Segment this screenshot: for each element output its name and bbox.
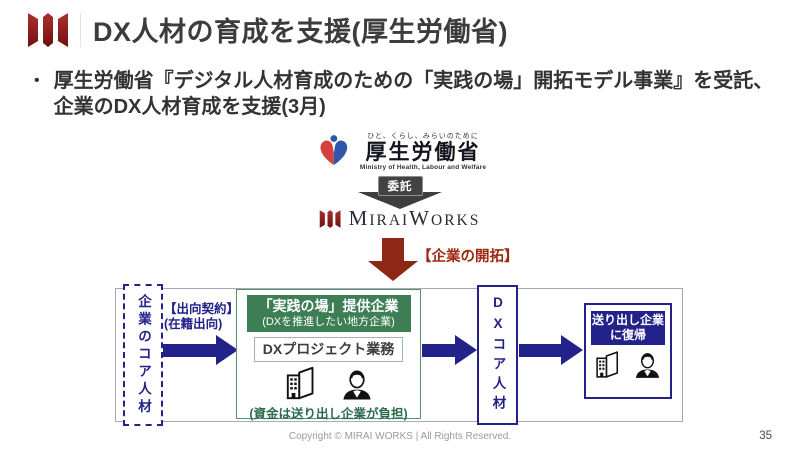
source-company-label: 企業のコア人材	[136, 293, 151, 417]
right-arrow-icon	[422, 335, 477, 365]
return-box-header: 送り出し企業 に復帰	[591, 311, 665, 345]
right-arrow-icon	[154, 335, 238, 365]
dx-core-label: DXコア人材	[490, 295, 506, 415]
commission-arrow: 委託	[358, 176, 442, 209]
practice-header-line-2: (DXを推進したい地方企業)	[262, 316, 395, 329]
bullet-text: 厚生労働省『デジタル人材育成のための「実践の場」開拓モデル事業』を受託、 企業の…	[54, 68, 774, 120]
mw-irai: IRAI	[369, 212, 410, 229]
dx-core-box: DXコア人材	[477, 285, 518, 425]
return-company-box: 送り出し企業 に復帰	[584, 303, 672, 399]
source-company-box: 企業のコア人材	[123, 284, 163, 426]
miraiworks-wordmark: MIRAIWORKS	[349, 208, 481, 229]
mhlw-tagline: ひと、くらし、みらいのために	[367, 133, 479, 140]
return-header-line-2: に復帰	[609, 328, 646, 342]
mhlw-name: 厚生労働省	[365, 141, 481, 164]
mhlw-logo-block: ひと、くらし、みらいのために 厚生労働省 Ministry of Health,…	[314, 131, 486, 171]
return-header-line-1: 送り出し企業	[591, 313, 664, 327]
secondment-line-2: (在籍出向)	[164, 317, 223, 331]
building-icon	[286, 367, 313, 400]
flow-diagram: 企業のコア人材 【出向契約】 (在籍出向) 「実践の場」提供企業 (DXを推進し…	[115, 284, 683, 426]
miraiworks-logo: MIRAIWORKS	[319, 208, 481, 229]
bullet-marker: •	[34, 72, 40, 89]
mw-orks: ORKS	[431, 212, 481, 229]
mw-letter-m: M	[348, 206, 370, 230]
right-arrow-icon	[519, 335, 583, 365]
secondment-line-1: 【出向契約】	[164, 302, 240, 316]
miraiworks-brand-icon	[28, 12, 68, 47]
funding-note: (資金は送り出し企業が負担)	[249, 407, 408, 422]
person-icon	[635, 353, 660, 378]
bullet-item: • 厚生労働省『デジタル人材育成のための「実践の場」開拓モデル事業』を受託、 企…	[30, 68, 775, 120]
mhlw-name-en: Ministry of Health, Labour and Welfare	[359, 164, 487, 172]
practice-company-box: 「実践の場」提供企業 (DXを推進したい地方企業) DXプロジェクト業務	[236, 289, 421, 422]
header-divider	[80, 12, 81, 47]
bullet-line-2: 企業のDX人材育成を支援(3月)	[53, 96, 326, 118]
building-icon	[596, 351, 619, 378]
miraiworks-bars-icon	[319, 209, 341, 228]
return-icons	[594, 349, 662, 380]
practice-icons	[284, 364, 374, 402]
commission-label: 委託	[377, 176, 423, 196]
page-title: DX人材の育成を支援(厚生労働省)	[93, 17, 508, 47]
slide-header: DX人材の育成を支援(厚生労働省)	[28, 10, 508, 49]
person-icon	[342, 371, 371, 400]
copyright-text: Copyright © MIRAI WORKS | All Rights Res…	[288, 431, 512, 442]
down-arrow-icon	[358, 192, 442, 209]
development-label: 【企業の開拓】	[417, 249, 519, 265]
page-number: 35	[759, 430, 772, 442]
secondment-labels: 【出向契約】 (在籍出向)	[164, 302, 239, 332]
practice-header-line-1: 「実践の場」提供企業	[258, 298, 399, 314]
dx-project-label: DXプロジェクト業務	[253, 337, 404, 363]
mhlw-heart-icon	[320, 135, 348, 166]
bullet-line-1: 厚生労働省『デジタル人材育成のための「実践の場」開拓モデル事業』を受託、	[53, 70, 774, 92]
mw-letter-w: W	[409, 206, 432, 230]
practice-box-header: 「実践の場」提供企業 (DXを推進したい地方企業)	[246, 295, 411, 333]
development-arrow-icon	[368, 238, 418, 281]
mhlw-texts: ひと、くらし、みらいのために 厚生労働省 Ministry of Health,…	[360, 131, 486, 171]
